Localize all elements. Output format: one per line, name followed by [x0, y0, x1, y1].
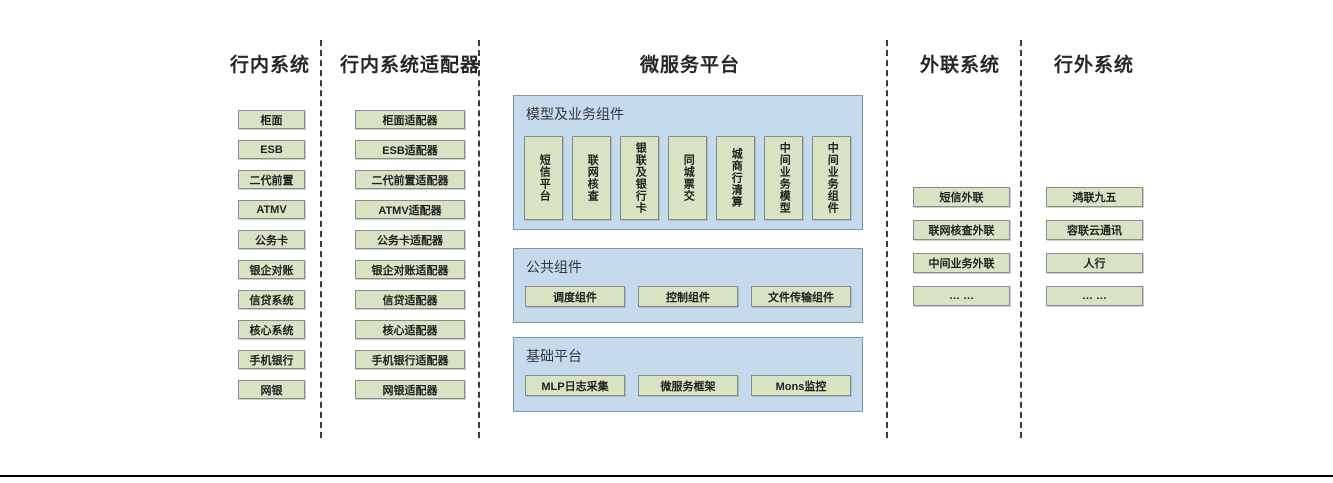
column-title-external-link-systems: 外联系统	[919, 55, 1000, 76]
node-intra-bank-systems-8[interactable]: 核心系统	[238, 320, 305, 339]
node-model-business-components-7[interactable]: 中间业务组件	[812, 136, 851, 220]
column-title-outside-bank-systems: 行外系统	[1053, 55, 1134, 76]
node-base-platform-2[interactable]: 微服务框架	[638, 375, 738, 396]
panel-title-base-platform: 基础平台	[526, 348, 582, 364]
bottom-rule	[0, 475, 1333, 477]
node-intra-bank-adapters-6[interactable]: 银企对账适配器	[355, 260, 465, 279]
panel-base-platform: 基础平台	[513, 337, 863, 412]
column-title-intra-bank-systems: 行内系统	[229, 55, 310, 76]
node-model-business-components-4[interactable]: 同城票交	[668, 136, 707, 220]
column-title-intra-bank-adapters: 行内系统适配器	[340, 55, 481, 76]
column-divider-3	[886, 40, 888, 438]
node-model-business-components-6[interactable]: 中间业务模型	[764, 136, 803, 220]
node-external-link-systems-1[interactable]: 短信外联	[913, 187, 1010, 207]
node-intra-bank-systems-4[interactable]: ATMV	[238, 200, 305, 219]
node-intra-bank-systems-10[interactable]: 网银	[238, 380, 305, 399]
node-intra-bank-systems-1[interactable]: 柜面	[238, 110, 305, 129]
node-intra-bank-adapters-1[interactable]: 柜面适配器	[355, 110, 465, 129]
node-public-components-2[interactable]: 控制组件	[638, 286, 738, 307]
node-outside-bank-systems-2[interactable]: 容联云通讯	[1046, 220, 1143, 240]
node-intra-bank-adapters-10[interactable]: 网银适配器	[355, 380, 465, 399]
node-intra-bank-adapters-4[interactable]: ATMV适配器	[355, 200, 465, 219]
node-external-link-systems-2[interactable]: 联网核查外联	[913, 220, 1010, 240]
node-intra-bank-systems-6[interactable]: 银企对账	[238, 260, 305, 279]
node-intra-bank-systems-3[interactable]: 二代前置	[238, 170, 305, 189]
column-divider-4	[1020, 40, 1022, 438]
node-intra-bank-adapters-3[interactable]: 二代前置适配器	[355, 170, 465, 189]
node-model-business-components-5[interactable]: 城商行清算	[716, 136, 755, 220]
node-intra-bank-adapters-5[interactable]: 公务卡适配器	[355, 230, 465, 249]
node-outside-bank-systems-4[interactable]: … …	[1046, 286, 1143, 306]
node-intra-bank-adapters-7[interactable]: 信贷适配器	[355, 290, 465, 309]
column-divider-1	[320, 40, 322, 438]
column-title-microservice-platform: 微服务平台	[639, 55, 740, 76]
node-public-components-3[interactable]: 文件传输组件	[751, 286, 851, 307]
node-intra-bank-systems-5[interactable]: 公务卡	[238, 230, 305, 249]
node-external-link-systems-4[interactable]: … …	[913, 286, 1010, 306]
node-outside-bank-systems-3[interactable]: 人行	[1046, 253, 1143, 273]
panel-title-public-components: 公共组件	[526, 259, 582, 275]
node-external-link-systems-3[interactable]: 中间业务外联	[913, 253, 1010, 273]
node-public-components-1[interactable]: 调度组件	[525, 286, 625, 307]
panel-title-model-business-components: 模型及业务组件	[526, 106, 624, 122]
node-base-platform-1[interactable]: MLP日志采集	[525, 375, 625, 396]
column-divider-2	[478, 40, 480, 438]
node-model-business-components-2[interactable]: 联网核查	[572, 136, 611, 220]
node-model-business-components-3[interactable]: 银联及银行卡	[620, 136, 659, 220]
node-intra-bank-systems-2[interactable]: ESB	[238, 140, 305, 159]
node-intra-bank-adapters-9[interactable]: 手机银行适配器	[355, 350, 465, 369]
node-intra-bank-systems-9[interactable]: 手机银行	[238, 350, 305, 369]
node-intra-bank-systems-7[interactable]: 信贷系统	[238, 290, 305, 309]
node-outside-bank-systems-1[interactable]: 鸿联九五	[1046, 187, 1143, 207]
node-base-platform-3[interactable]: Mons监控	[751, 375, 851, 396]
node-intra-bank-adapters-8[interactable]: 核心适配器	[355, 320, 465, 339]
node-model-business-components-1[interactable]: 短信平台	[524, 136, 563, 220]
node-intra-bank-adapters-2[interactable]: ESB适配器	[355, 140, 465, 159]
panel-public-components: 公共组件	[513, 248, 863, 323]
